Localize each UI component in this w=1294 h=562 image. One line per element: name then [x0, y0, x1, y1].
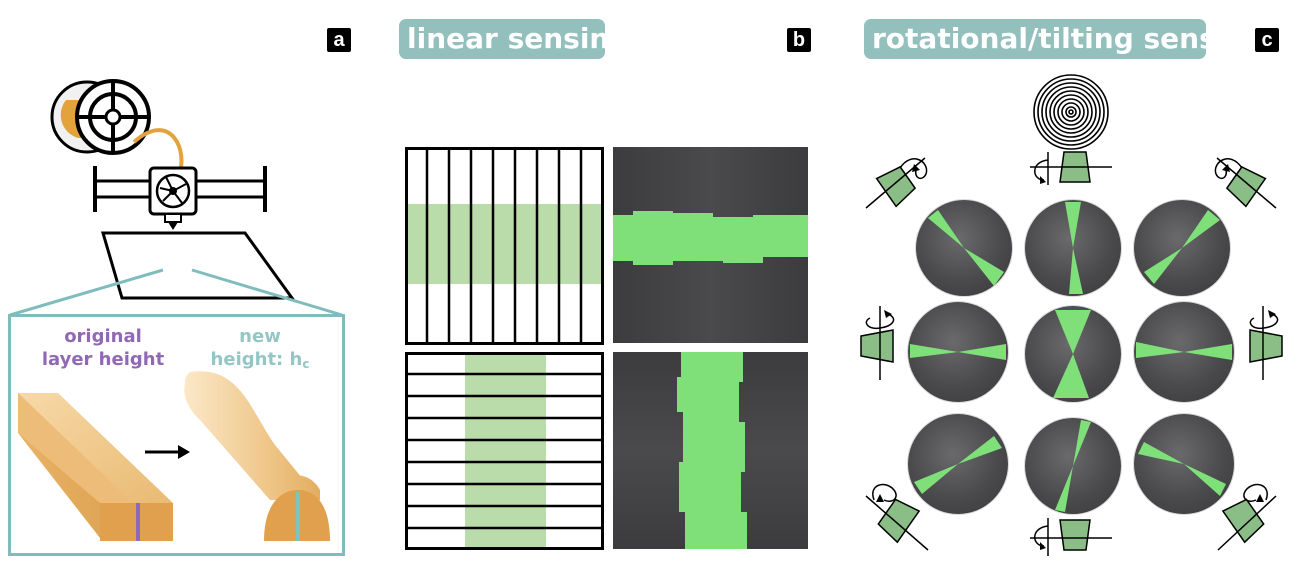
rotation-arrow-icon	[865, 310, 895, 330]
sensor-disc-top-left	[916, 200, 1012, 296]
concentric-circles-icon	[1033, 74, 1109, 150]
sensor-disc-top-right	[1134, 200, 1230, 296]
rotation-arrow-icon	[1249, 310, 1279, 330]
filament-spool-icon	[50, 79, 151, 155]
sensor-disc-bottom-center	[1025, 418, 1121, 514]
panel-label-a: a	[327, 28, 351, 52]
trapezoid-sensor-icon	[1030, 518, 1112, 556]
trapezoid-sensor-icon	[875, 165, 917, 208]
panel-label-b: b	[787, 28, 811, 52]
sensor-disc-middle-left	[908, 302, 1008, 402]
new-height-subscript: c	[302, 357, 310, 371]
original-layer-height-label: original layer height	[41, 326, 165, 370]
arrow-right-icon	[145, 445, 190, 459]
sensor-disc-bottom-right	[1134, 414, 1234, 514]
print-head-fan-icon	[148, 166, 198, 230]
rotation-arrow-icon	[872, 483, 897, 502]
layer-comparison-illustration	[18, 371, 330, 541]
panel-label-c: c	[1255, 28, 1279, 52]
trapezoid-sensor-icon	[1030, 151, 1112, 185]
rotation-arrow-icon	[899, 158, 928, 180]
sensor-disc-middle-center	[1025, 306, 1121, 402]
zoom-frame	[8, 314, 345, 556]
printer-illustration	[9, 79, 343, 317]
sensor-photo-vertical-band	[613, 352, 808, 549]
rotation-arrow-icon	[1034, 159, 1049, 184]
new-height-label: new height: hc	[210, 326, 310, 371]
sensor-disc-bottom-left	[908, 414, 1008, 514]
trapezoid-sensor-icon	[1225, 165, 1267, 208]
trapezoid-sensor-icon	[1249, 306, 1283, 380]
trapezoid-sensor-icon	[860, 306, 894, 380]
sensor-disc-top-center	[1025, 200, 1121, 296]
trapezoid-sensor-icon	[877, 498, 921, 544]
linear-sensing-title: linear sensing	[399, 19, 629, 59]
vertical-stripe-pattern	[405, 147, 604, 345]
sensor-disc-middle-right	[1134, 302, 1234, 402]
horizontal-stripe-pattern	[405, 352, 604, 550]
rotational-tilting-sensing-title: rotational/tilting sensing	[864, 19, 1265, 59]
rotation-arrow-icon	[1214, 158, 1243, 180]
rotation-arrow-icon	[1034, 525, 1049, 550]
rotation-arrow-icon	[1243, 483, 1268, 502]
sensor-photo-horizontal-band	[613, 147, 808, 343]
